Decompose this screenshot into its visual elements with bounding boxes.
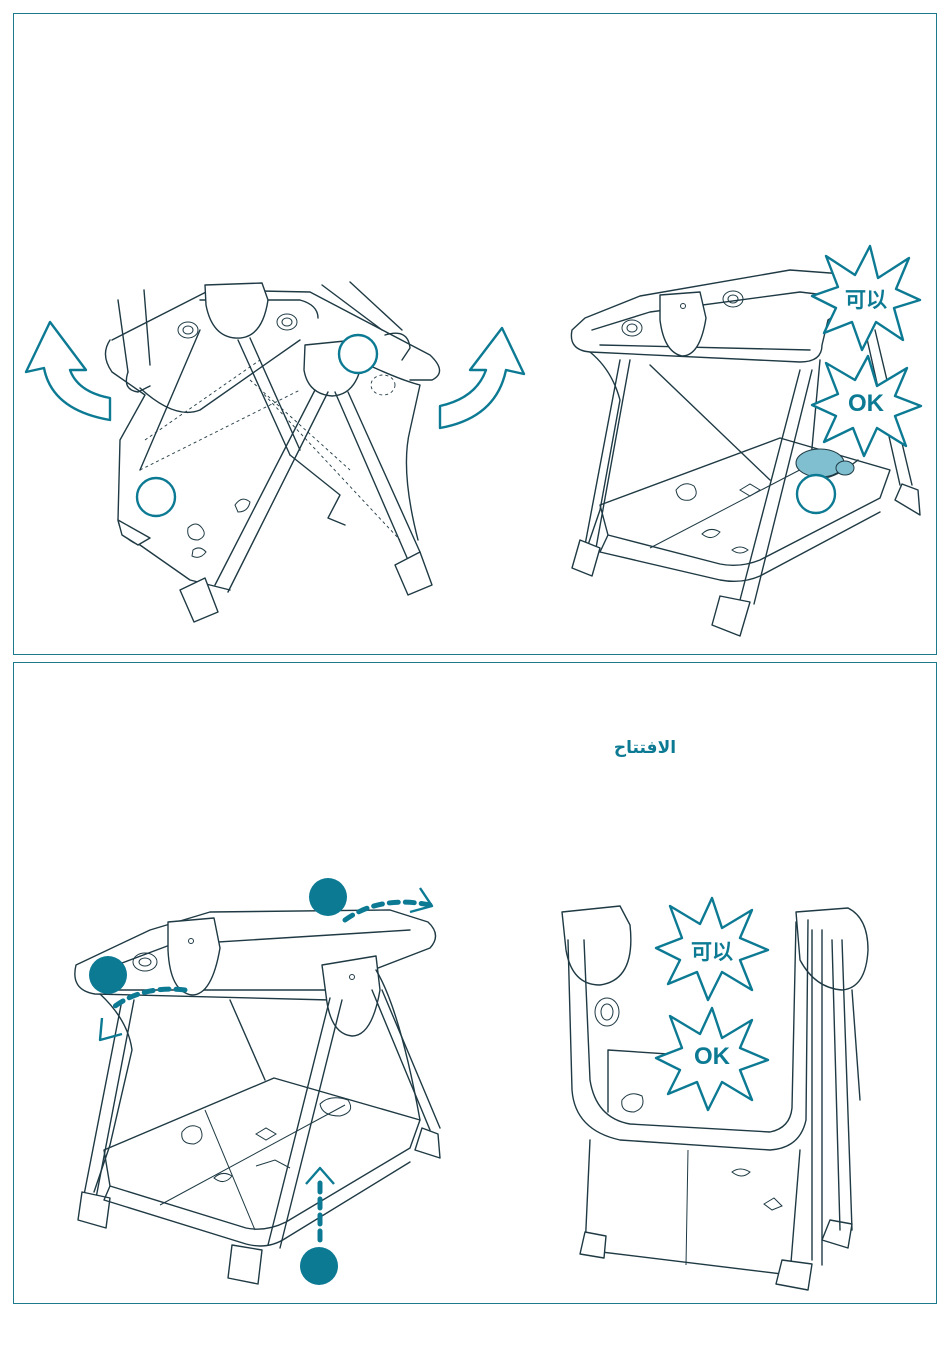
- section-title: الافتتاح: [600, 738, 690, 758]
- step-marker-ring: [797, 475, 835, 513]
- step-marker-dot: [309, 878, 347, 916]
- step-marker-dot: [89, 956, 127, 994]
- burst-label-ok: OK: [682, 1043, 742, 1071]
- playpen-unfolding-illustration: [26, 282, 524, 622]
- rotate-arrow-right: [440, 328, 524, 428]
- step-marker-dot: [300, 1247, 338, 1285]
- burst-label-cn: 可以: [836, 284, 896, 314]
- step-marker-ring: [339, 335, 377, 373]
- burst-label-ok: OK: [836, 390, 896, 418]
- burst-label-cn: 可以: [682, 936, 742, 966]
- playpen-locking-illustration: [75, 878, 440, 1285]
- step-marker-ring: [137, 478, 175, 516]
- rotate-arrow-left: [26, 322, 110, 420]
